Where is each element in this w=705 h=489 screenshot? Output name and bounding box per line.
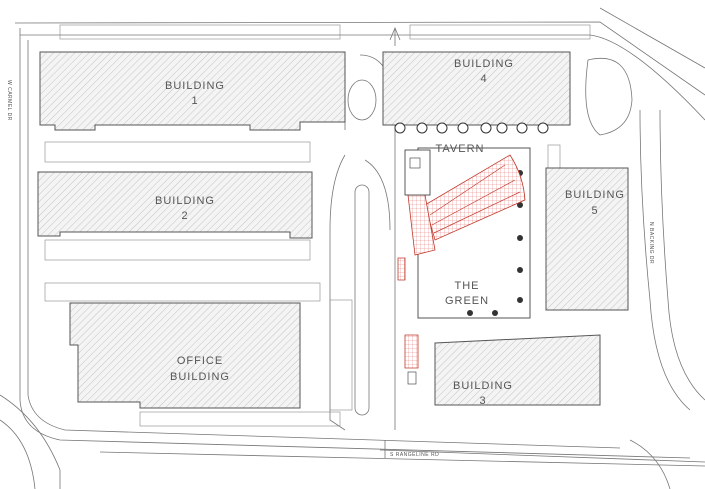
building-1-label-line2: 1	[191, 95, 198, 107]
map-labels: BUILDING 1 BUILDING 2 BUILDING 3 BUILDIN…	[6, 58, 654, 458]
building-1-footprint	[39, 51, 346, 131]
office-building-label-line2: BUILDING	[170, 371, 230, 383]
building-5-label-line2: 5	[591, 205, 598, 217]
svg-text:5: 5	[591, 205, 598, 217]
building-3-footprint	[434, 334, 601, 406]
building-5-label-line1: BUILDING	[565, 189, 625, 201]
building-3-label-line2: 3	[479, 395, 486, 407]
street-label-right: N BACKING DR	[648, 222, 654, 264]
svg-text:THE: THE	[455, 280, 480, 292]
svg-text:BUILDING: BUILDING	[454, 58, 514, 70]
svg-text:S RANGELINE RD: S RANGELINE RD	[390, 452, 439, 458]
svg-text:GREEN: GREEN	[445, 295, 489, 307]
svg-text:BUILDING: BUILDING	[453, 380, 513, 392]
buildings	[37, 51, 629, 409]
svg-text:2: 2	[181, 210, 188, 222]
building-2-label-line2: 2	[181, 210, 188, 222]
street-label-bottom: S RANGELINE RD	[390, 452, 439, 458]
svg-text:TAVERN: TAVERN	[436, 143, 485, 155]
building-2-footprint	[37, 171, 313, 239]
svg-text:BUILDING: BUILDING	[170, 371, 230, 383]
building-4-footprint	[382, 51, 571, 126]
svg-text:1: 1	[191, 95, 198, 107]
building-4-label-line2: 4	[480, 73, 487, 85]
the-green-label-line2: GREEN	[445, 295, 489, 307]
svg-text:N BACKING DR: N BACKING DR	[648, 222, 654, 264]
tavern-label: TAVERN	[436, 143, 485, 155]
office-building-footprint	[69, 302, 301, 409]
the-green-label-line1: THE	[455, 280, 480, 292]
svg-text:BUILDING: BUILDING	[155, 195, 215, 207]
svg-text:W CARMEL DR: W CARMEL DR	[6, 80, 12, 121]
building-1-label-line1: BUILDING	[165, 80, 225, 92]
parking-stalls	[44, 24, 591, 427]
building-4-label-line1: BUILDING	[454, 58, 514, 70]
building-2-label-line1: BUILDING	[155, 195, 215, 207]
road-network	[0, 7, 705, 489]
svg-text:BUILDING: BUILDING	[165, 80, 225, 92]
tree-row	[394, 122, 549, 134]
svg-text:BUILDING: BUILDING	[565, 189, 625, 201]
street-label-left: W CARMEL DR	[6, 80, 12, 121]
svg-text:3: 3	[479, 395, 486, 407]
svg-text:OFFICE: OFFICE	[177, 355, 223, 367]
svg-text:4: 4	[480, 73, 487, 85]
office-building-label-line1: OFFICE	[177, 355, 223, 367]
tavern-seating	[397, 149, 526, 385]
building-5-footprint	[545, 167, 629, 311]
building-3-label-line1: BUILDING	[453, 380, 513, 392]
